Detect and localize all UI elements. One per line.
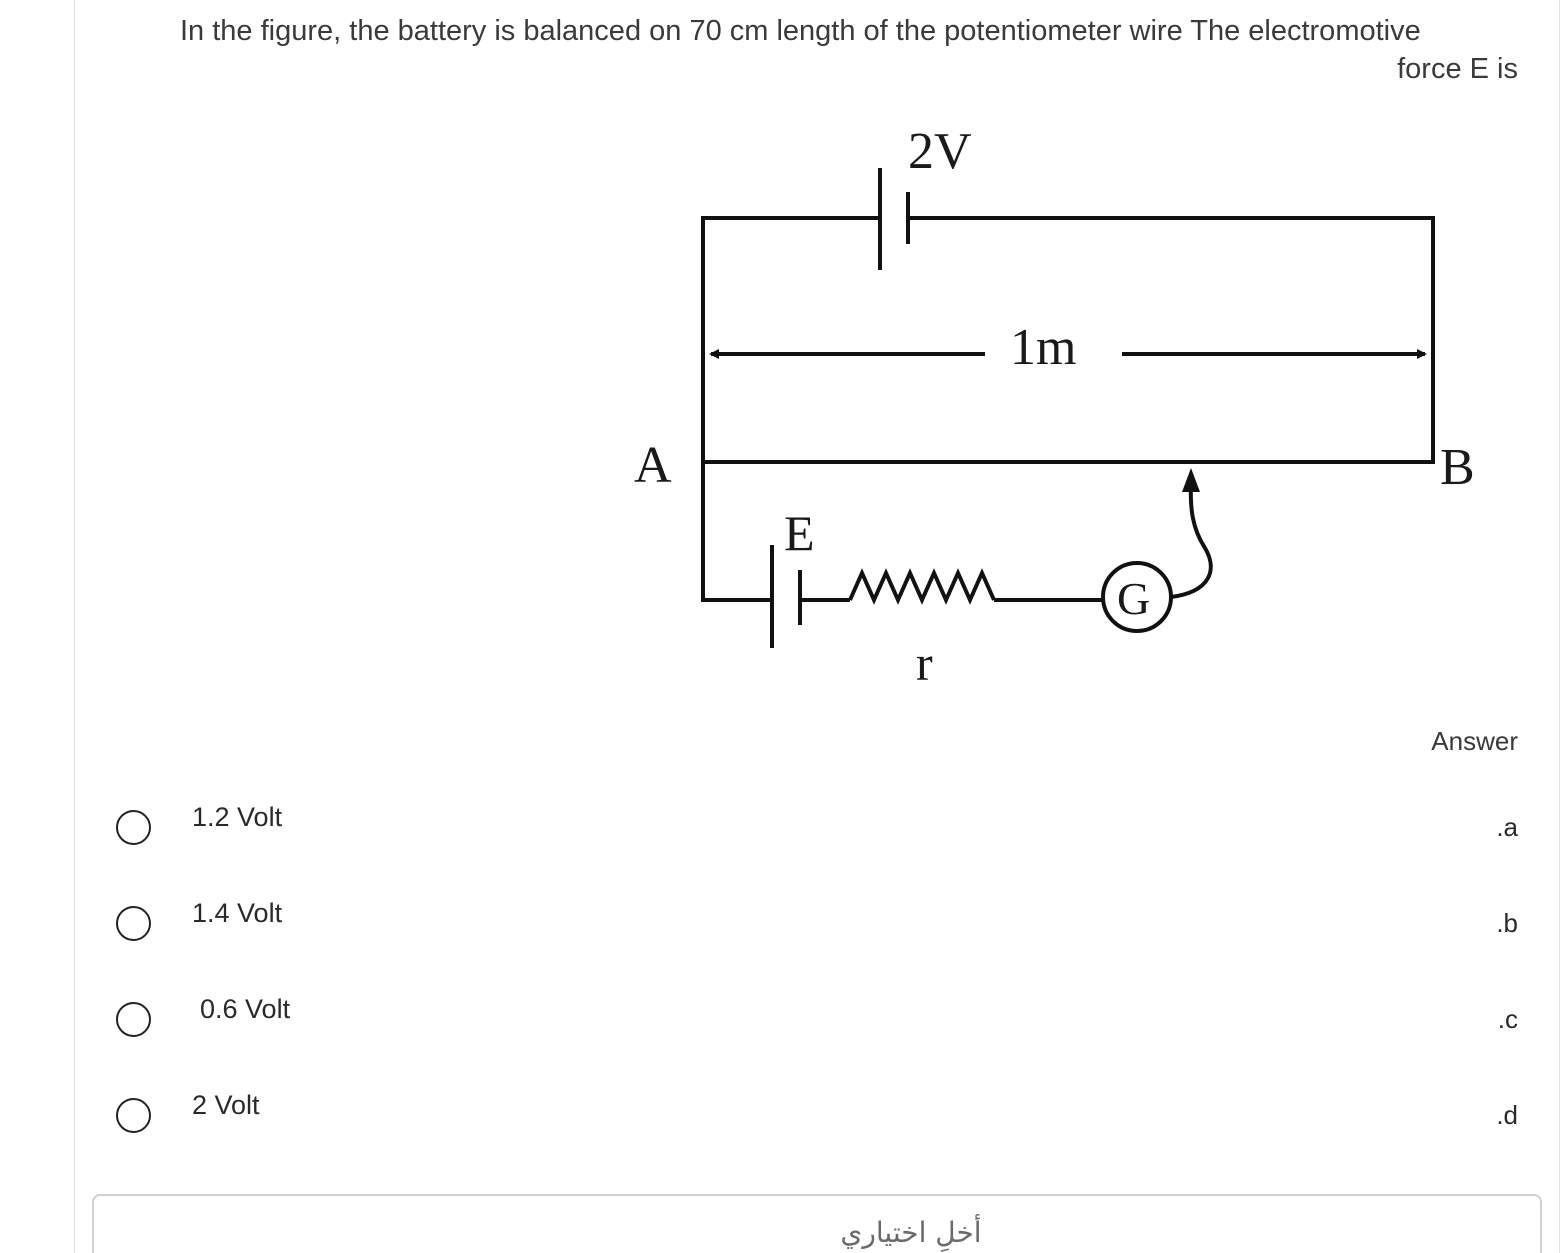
right-border — [1559, 0, 1560, 1253]
length-label: 1m — [1010, 319, 1076, 376]
option-a[interactable]: 1.2 Volt .a — [0, 802, 1564, 868]
clear-choice-button[interactable]: أخلِ اختياري — [92, 1194, 1542, 1253]
clear-choice-label: أخلِ اختياري — [840, 1216, 982, 1249]
option-b-radio[interactable] — [116, 906, 151, 941]
question-text: In the figure, the battery is balanced o… — [180, 12, 1518, 88]
jockey-arrowhead — [1182, 468, 1200, 492]
option-d-letter: .d — [1496, 1100, 1518, 1130]
option-c-radio[interactable] — [116, 1002, 151, 1037]
question-line-1: In the figure, the battery is balanced o… — [180, 15, 1421, 47]
option-b[interactable]: 1.4 Volt .b — [0, 898, 1564, 964]
point-a-label: A — [634, 437, 672, 494]
internal-resistor-zigzag — [848, 568, 996, 605]
battery-voltage-label: 2V — [908, 123, 972, 180]
answer-label: Answer — [1431, 726, 1518, 756]
option-a-letter: .a — [1496, 812, 1518, 842]
question-line-2: force E is — [1397, 53, 1518, 85]
option-b-text: 1.4 Volt — [192, 898, 283, 928]
option-d-text: 2 Volt — [192, 1090, 260, 1120]
circuit-diagram: 2V A B 1m E r G — [634, 123, 1475, 691]
left-border — [74, 0, 75, 1253]
point-b-label: B — [1440, 439, 1475, 496]
option-c[interactable]: 0.6 Volt .c — [0, 994, 1564, 1060]
option-c-text: 0.6 Volt — [200, 994, 291, 1024]
emf-label: E — [784, 505, 815, 561]
option-a-text: 1.2 Volt — [192, 802, 283, 832]
option-d[interactable]: 2 Volt .d — [0, 1090, 1564, 1156]
option-b-letter: .b — [1496, 908, 1518, 938]
jockey-wire — [1170, 481, 1213, 599]
galvanometer-label: G — [1117, 573, 1150, 624]
resistance-label: r — [916, 635, 933, 691]
option-d-radio[interactable] — [116, 1098, 151, 1133]
option-c-letter: .c — [1497, 1004, 1518, 1034]
option-a-radio[interactable] — [116, 810, 151, 845]
